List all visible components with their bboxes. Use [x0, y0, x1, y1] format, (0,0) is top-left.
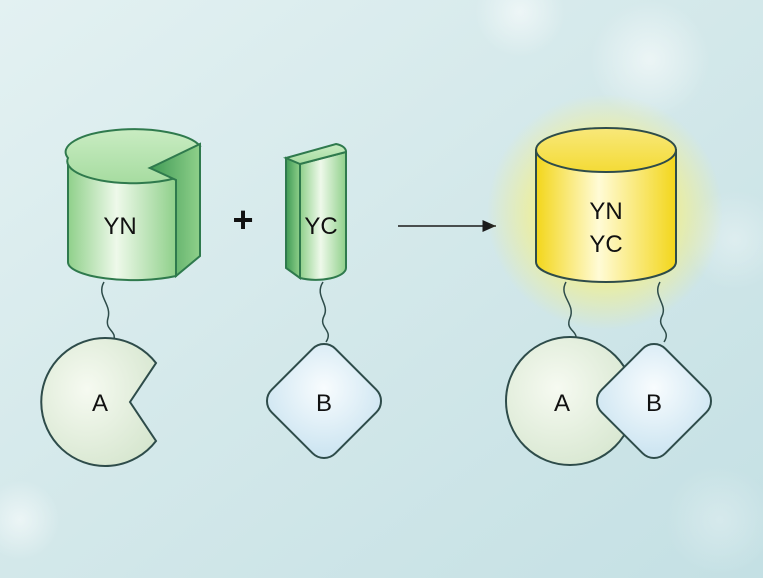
protein-a: A: [40, 337, 158, 467]
plus-sign: +: [232, 199, 253, 240]
bokeh-light: [665, 465, 763, 575]
yc-label: YC: [304, 213, 337, 240]
protein-b-label: B: [316, 390, 332, 417]
protein-a-bound-label: A: [554, 390, 570, 417]
linker-b-bound: [657, 281, 667, 343]
bokeh-light: [475, 0, 565, 57]
protein-a-label: A: [92, 390, 108, 417]
yn-fragment: YN: [64, 128, 202, 282]
protein-b-bound: B: [595, 342, 713, 460]
bokeh-light: [0, 480, 60, 560]
bokeh-light: [590, 0, 710, 120]
protein-a-bound: A: [505, 336, 635, 466]
yn-label: YN: [103, 213, 136, 240]
linker-a: [101, 281, 115, 345]
protein-b-bound-label: B: [646, 390, 662, 417]
linker-b: [319, 281, 329, 343]
yc-fragment: YC: [282, 142, 347, 281]
yfp-yn-label: YN: [589, 198, 622, 225]
yfp-yc-label: YC: [589, 231, 622, 258]
protein-b: B: [265, 342, 383, 460]
reconstituted-yfp: YN YC: [535, 127, 677, 283]
linker-a-bound: [563, 281, 577, 345]
